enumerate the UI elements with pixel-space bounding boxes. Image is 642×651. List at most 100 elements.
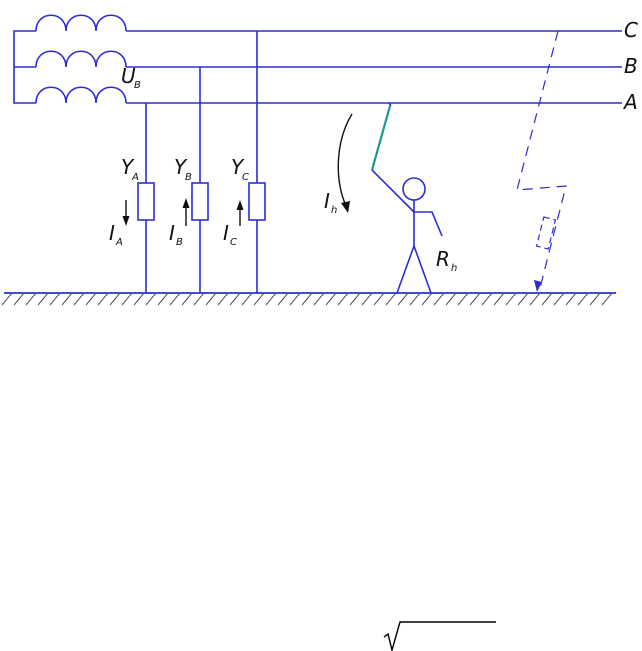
ground-hatch-mark <box>61 292 73 306</box>
ground-hatch-mark <box>505 292 517 306</box>
human-current-symbol: I <box>324 189 330 213</box>
human-resistance-subscript: h <box>451 263 457 274</box>
admittance-a-element <box>137 182 155 221</box>
ground-hatch-mark <box>469 292 481 306</box>
current-a-arrowhead <box>122 216 130 226</box>
human-head <box>402 177 426 201</box>
leakage-element <box>535 216 557 250</box>
human-current-arrowhead <box>341 201 350 213</box>
ground-hatch-mark <box>361 292 373 306</box>
ground-hatch-mark <box>601 292 613 306</box>
ground-hatch-mark <box>433 292 445 306</box>
phase-label-c: C <box>624 18 638 42</box>
admittance-b-element <box>191 182 209 221</box>
ground-hatch-mark <box>277 292 289 306</box>
source-voltage-label: U B <box>121 64 141 91</box>
phase-label-a: A <box>622 90 638 114</box>
human-leg-left <box>396 245 415 294</box>
ground-hatch-mark <box>253 292 265 306</box>
ground-hatch-mark <box>217 292 229 306</box>
ground-hatch-mark <box>49 292 61 306</box>
voltage-subscript: B <box>134 80 141 91</box>
ground-hatch-mark <box>109 292 121 306</box>
ground-hatch-mark <box>373 292 385 306</box>
ground-hatch-mark <box>301 292 313 306</box>
admittance-c-symbol: Y <box>231 155 245 179</box>
ground-hatch-mark <box>409 292 421 306</box>
human-resistance-symbol: R <box>436 247 450 271</box>
ground-hatch-mark <box>133 292 145 306</box>
admittance-labels: Y A Y B Y C <box>121 155 249 183</box>
ground-hatch-mark <box>85 292 97 306</box>
ground-hatch-mark <box>25 292 37 306</box>
ground-hatch-mark <box>97 292 109 306</box>
admittance-a-subscript: A <box>131 172 139 183</box>
ground-hatch-mark <box>577 292 589 306</box>
ground-hatch-mark <box>397 292 409 306</box>
ground-hatch-mark <box>565 292 577 306</box>
phase-label-b: B <box>624 54 638 78</box>
admittance-b-subscript: B <box>185 172 192 183</box>
admittance-branches <box>137 31 266 293</box>
branch-currents: I A I B I C <box>109 198 244 248</box>
human-current-subscript: h <box>331 205 337 216</box>
admittance-a-symbol: Y <box>121 155 135 179</box>
ground-hatch-mark <box>265 292 277 306</box>
admittance-c-subscript: C <box>242 172 249 183</box>
ground-hatch-mark <box>313 292 325 306</box>
transformer-windings <box>13 14 127 104</box>
coil-b <box>35 50 127 68</box>
human-figure <box>371 169 443 294</box>
ground-hatch-mark <box>553 292 565 306</box>
contact-wire-top <box>388 102 392 107</box>
current-b-symbol: I <box>169 221 175 245</box>
ground-hatch-mark <box>229 292 241 306</box>
ground-hatch-mark <box>1 292 13 306</box>
ground-hatch-mark <box>193 292 205 306</box>
human-arm-right <box>414 211 443 237</box>
ground-hatch-mark <box>517 292 529 306</box>
ground-hatch-mark <box>541 292 553 306</box>
current-a-subscript: A <box>115 237 123 248</box>
human-resistance-label: R h <box>436 247 457 274</box>
ground-hatch-mark <box>37 292 49 306</box>
ground-hatch-mark <box>145 292 157 306</box>
ground-hatch-mark <box>457 292 469 306</box>
leakage-arrowhead <box>534 280 542 292</box>
voltage-symbol: U <box>121 64 136 88</box>
ground-hatch-mark <box>385 292 397 306</box>
ground-hatch-mark <box>337 292 349 306</box>
current-c-arrowhead <box>236 200 244 210</box>
ground-hatch-mark <box>421 292 433 306</box>
human-current: I h <box>324 113 353 216</box>
ground-hatch-mark <box>13 292 25 306</box>
coil-c <box>35 14 127 32</box>
ground-hatch-mark <box>325 292 337 306</box>
leakage-path <box>516 30 567 292</box>
ground-hatch-mark <box>289 292 301 306</box>
admittance-b-symbol: Y <box>174 155 188 179</box>
ground-hatch-mark <box>493 292 505 306</box>
ground-hatch-mark <box>169 292 181 306</box>
ground-hatching <box>1 292 613 306</box>
human-leg-right <box>413 245 432 294</box>
ground-hatch-mark <box>481 292 493 306</box>
ground-hatch-mark <box>445 292 457 306</box>
ground-hatch-mark <box>241 292 253 306</box>
current-b-arrowhead <box>182 198 190 208</box>
current-a-symbol: I <box>109 221 115 245</box>
ground-hatch-mark <box>121 292 133 306</box>
current-b-subscript: B <box>176 237 183 248</box>
sqrt-symbol <box>383 621 496 651</box>
admittance-c-element <box>248 182 266 221</box>
leakage-dashed-line <box>516 30 567 289</box>
ground-hatch-mark <box>73 292 85 306</box>
ground-hatch-mark <box>589 292 601 306</box>
ground-hatch-mark <box>181 292 193 306</box>
ground-hatch-mark <box>349 292 361 306</box>
human-current-curve <box>337 113 353 207</box>
ground-hatch-mark <box>529 292 541 306</box>
coil-a <box>35 86 127 104</box>
human-arm-left <box>371 169 415 213</box>
